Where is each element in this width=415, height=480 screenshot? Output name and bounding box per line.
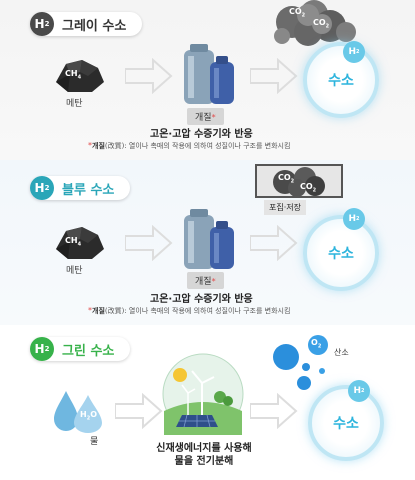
- blue-hydrogen-label: 수소: [328, 246, 354, 262]
- blue-note-bold: 개질: [92, 307, 105, 315]
- blue-co2-2: CO: [300, 182, 313, 191]
- green-arrow-1: [115, 393, 163, 429]
- blue-methane-formula: CH4: [65, 236, 81, 248]
- green-badge-2: 2: [44, 345, 50, 353]
- green-mini-h: H: [353, 386, 362, 396]
- blue-process-text: 고온·고압 수증기와 반응: [150, 294, 253, 305]
- green-hydrogen-label: 수소: [333, 416, 359, 432]
- blue-arrow-2: [250, 225, 298, 261]
- gray-co2-smoke-icon: [274, 0, 356, 46]
- blue-co2-2-sub: 2: [312, 187, 317, 194]
- renewable-energy-icon: [162, 353, 244, 435]
- gray-co2-2-sub: 2: [325, 23, 330, 30]
- badge-2: 2: [44, 20, 50, 28]
- green-badge-h: H: [34, 342, 45, 356]
- blue-co2-label-2: CO2: [300, 182, 316, 194]
- gray-mini-h: H: [348, 47, 357, 57]
- blue-arrow-1: [125, 225, 173, 261]
- gray-ch: CH: [65, 69, 78, 78]
- gray-arrow-1: [125, 58, 173, 94]
- blue-capture-label: 포집·저장: [264, 200, 306, 215]
- blue-mini-h: H: [348, 214, 357, 224]
- blue-mini-2: 2: [356, 216, 360, 222]
- water-drops-icon: [54, 391, 102, 433]
- blue-ch-sub: 4: [77, 241, 82, 248]
- water-label: 물: [90, 437, 99, 447]
- oxygen-2: 2: [317, 343, 322, 350]
- green-hydrogen-circle: 수소: [308, 385, 384, 461]
- oxygen-label: 산소: [334, 348, 349, 357]
- gray-co2-2: CO: [313, 18, 326, 27]
- green-title: 그린 수소: [62, 343, 115, 359]
- blue-badge-h: H: [34, 181, 45, 195]
- gray-methane-label: 메탄: [66, 99, 83, 109]
- blue-note-star: *: [88, 306, 92, 315]
- gray-methane-formula: CH4: [65, 69, 81, 81]
- gray-reform-text: 개질: [195, 113, 212, 123]
- water-h: H: [80, 410, 87, 419]
- gray-co2-label-2: CO2: [313, 18, 329, 30]
- gray-reform-star: *: [211, 113, 216, 122]
- blue-hydrogen-circle: 수소: [303, 215, 379, 291]
- oxygen-formula: O2: [311, 338, 321, 350]
- blue-reform-star: *: [211, 277, 216, 286]
- gray-coal-icon: [56, 60, 104, 92]
- green-mini-2: 2: [361, 388, 365, 394]
- gray-co2-label-1: CO2: [289, 7, 305, 19]
- blue-co2-label-1: CO2: [278, 173, 294, 185]
- green-process-line-2: 물을 전기분해: [174, 456, 234, 467]
- gray-note-rest: (改質): 열이나 촉매의 작용에 의하여 성질이나 구조를 변화시킴: [104, 142, 291, 150]
- green-process-line-1: 신재생에너지를 사용해: [156, 443, 252, 454]
- gray-note-bold: 개질: [92, 142, 105, 150]
- gray-co2-1: CO: [289, 7, 302, 16]
- gray-arrow-2: [250, 58, 298, 94]
- gray-co2-1-sub: 2: [301, 12, 306, 19]
- water-formula: H2O: [80, 410, 97, 422]
- blue-reform-text: 개질: [195, 277, 212, 287]
- water-2: 2: [86, 415, 91, 422]
- gray-title: 그레이 수소: [62, 18, 127, 34]
- gray-mini-2: 2: [356, 49, 360, 55]
- blue-gas-tanks-icon: [184, 209, 234, 269]
- blue-ch: CH: [65, 236, 78, 245]
- blue-co2-1-sub: 2: [290, 178, 295, 185]
- green-arrow-2: [250, 393, 298, 429]
- water-o: O: [90, 410, 97, 419]
- blue-coal-icon: [56, 227, 104, 259]
- blue-note-rest: (改質): 열이나 촉매의 작용에 의하여 성질이나 구조를 변화시킴: [104, 307, 291, 315]
- blue-badge-2: 2: [44, 184, 50, 192]
- gray-reform-label: 개질*: [187, 108, 224, 125]
- gray-gas-tanks-icon: [184, 44, 234, 104]
- green-process-text: 신재생에너지를 사용해 물을 전기분해: [145, 442, 263, 468]
- blue-reform-label: 개질*: [187, 272, 224, 289]
- gray-reform-note: *개질(改質): 열이나 촉매의 작용에 의하여 성질이나 구조를 변화시킴: [88, 141, 290, 151]
- oxygen-bubbles-icon: [273, 335, 328, 390]
- gray-note-star: *: [88, 141, 92, 150]
- badge-h: H: [34, 17, 45, 31]
- gray-ch-sub: 4: [77, 74, 82, 81]
- gray-hydrogen-circle: 수소: [303, 42, 379, 118]
- blue-co2-capture-box-icon: [255, 164, 343, 198]
- blue-title: 블루 수소: [62, 182, 115, 198]
- blue-co2-1: CO: [278, 173, 291, 182]
- gray-process-text: 고온·고압 수증기와 반응: [150, 129, 253, 140]
- oxygen-o: O: [311, 338, 318, 347]
- blue-methane-label: 메탄: [66, 266, 83, 276]
- gray-hydrogen-label: 수소: [328, 73, 354, 89]
- blue-reform-note: *개질(改質): 열이나 촉매의 작용에 의하여 성질이나 구조를 변화시킴: [88, 306, 290, 316]
